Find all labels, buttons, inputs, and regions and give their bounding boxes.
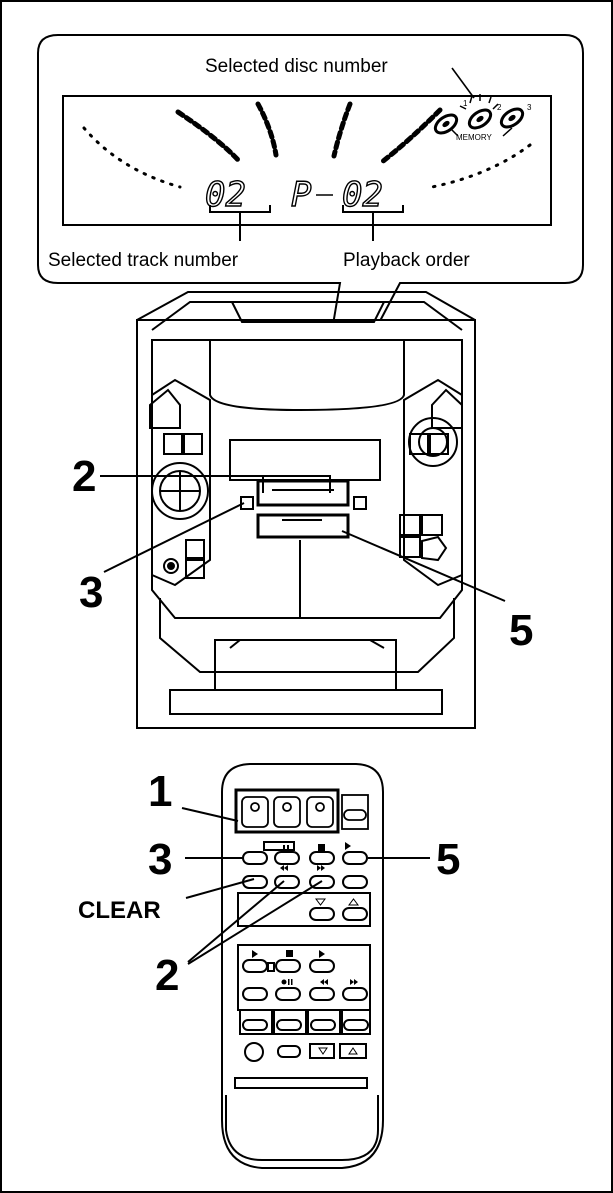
disc-indicators: 1 2 3 MEMORY	[433, 94, 532, 142]
play-repeat-icon	[345, 842, 351, 850]
left-button-a	[163, 433, 183, 455]
leader-disc	[451, 67, 475, 99]
left-button-b	[183, 433, 203, 455]
stop-icon	[318, 844, 325, 851]
left-button-upper	[149, 388, 181, 429]
remote-step-2: 2	[155, 951, 179, 1000]
callout-playback-order: Playback order	[343, 250, 470, 271]
right-jog-dial	[408, 417, 458, 467]
callout-disc-number: Selected disc number	[205, 56, 388, 77]
memory-label: MEMORY	[456, 133, 493, 142]
rewind-icon	[320, 979, 324, 985]
display-callout: 02 P 02 1 2 3 MEMORY S	[37, 34, 584, 451]
main-unit	[136, 291, 476, 729]
remote-body	[221, 763, 384, 1169]
left-volume-knob	[151, 462, 209, 520]
lcd-p-symbol: P	[291, 175, 311, 215]
remote-lower-panel	[234, 1077, 368, 1089]
up-arrow-icon	[348, 898, 359, 906]
bracket-track	[209, 205, 271, 241]
disc-digit-2: 2	[497, 103, 502, 112]
cd-tray	[256, 479, 350, 507]
disc-digit-1: 1	[463, 99, 468, 108]
unit-body	[136, 319, 476, 729]
callout-track-number: Selected track number	[48, 250, 239, 271]
prev-track-icon	[280, 865, 284, 871]
pause-icon	[283, 845, 285, 850]
phones-jack	[163, 558, 179, 574]
remote-control	[221, 763, 384, 1169]
remote-icons	[252, 842, 359, 1055]
unit-step-2: 2	[72, 452, 96, 501]
remote-step-1: 1	[148, 767, 172, 816]
fast-forward-icon	[350, 979, 354, 985]
disc-digit-3: 3	[527, 103, 532, 112]
next-track-icon	[317, 865, 321, 871]
lcd-track-digits: 02	[205, 175, 246, 215]
remote-clear-label: CLEAR	[78, 897, 161, 924]
remote-step-5: 5	[436, 835, 460, 884]
right-button-upper	[431, 388, 463, 429]
cd-drawer	[256, 513, 350, 539]
remote-step-3: 3	[148, 835, 172, 884]
disc-button-group	[234, 788, 340, 834]
left-button-c	[185, 539, 205, 559]
lcd-segment-arcs	[82, 101, 532, 189]
bracket-order	[342, 205, 404, 241]
unit-step-3: 3	[79, 568, 103, 617]
unit-leaders	[100, 475, 506, 602]
down-arrow-icon	[315, 898, 326, 906]
lcd-order-digits: 02	[342, 175, 383, 215]
remote-power-button[interactable]	[244, 1042, 264, 1062]
remote-leaders	[181, 807, 430, 965]
unit-step-5: 5	[509, 606, 533, 655]
record-pause-icon	[281, 979, 287, 985]
lcd-panel	[62, 95, 552, 226]
